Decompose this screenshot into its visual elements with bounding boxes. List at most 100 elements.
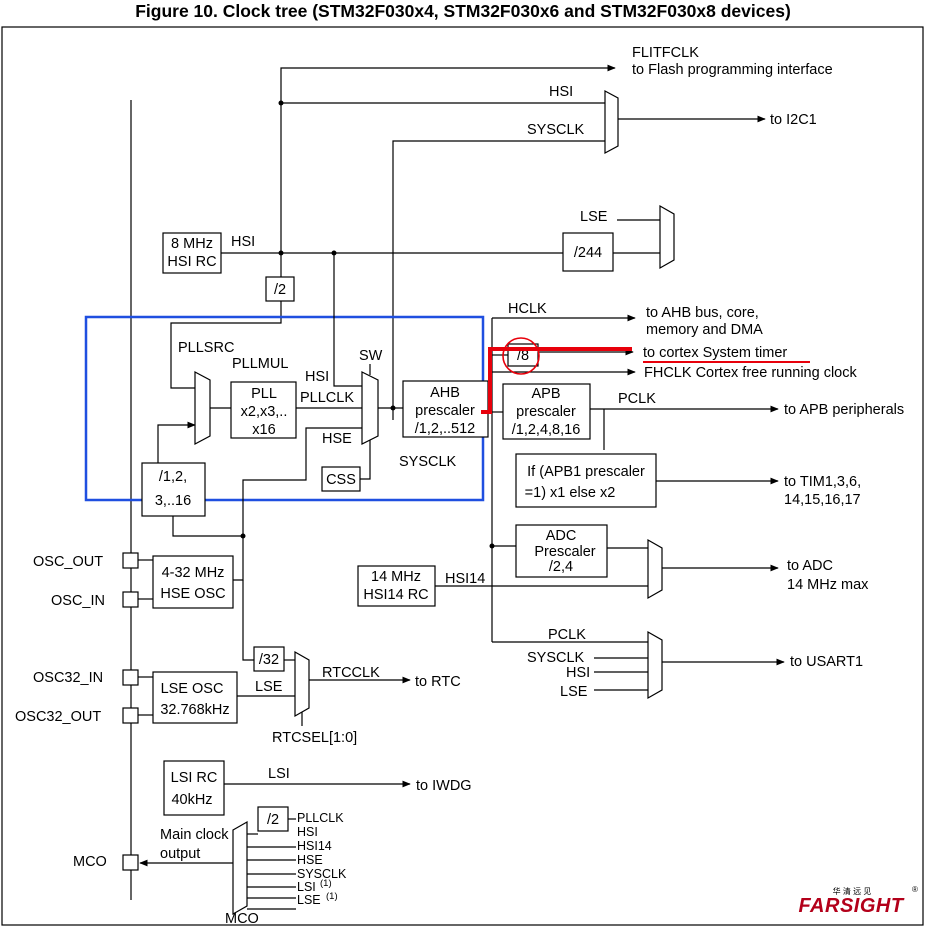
css-box xyxy=(321,466,361,492)
lsi-rc-box xyxy=(163,760,225,816)
rtc-lse-label: LSE xyxy=(255,679,283,695)
pllsrc-mux xyxy=(194,371,211,445)
rtcsel-label: RTCSEL[1:0] xyxy=(272,730,357,746)
to-ahb-line1: to AHB bus, core, xyxy=(646,305,759,321)
mco-mux xyxy=(232,820,248,916)
lse-top-label: LSE xyxy=(580,209,608,225)
hsi-to-sw-wire xyxy=(333,253,362,387)
osc-in-label: OSC_IN xyxy=(51,593,105,609)
adc-line3: /2,4 xyxy=(549,559,573,575)
tim-line2: =1) x1 else x2 xyxy=(525,485,616,501)
annotation-red-circle xyxy=(502,337,540,375)
hsi14-line2: HSI14 RC xyxy=(363,587,428,603)
div2-to-pllsrc-wire xyxy=(170,301,282,389)
to-apb-label: to APB peripherals xyxy=(784,402,904,418)
to-adc-line2: 14 MHz max xyxy=(787,577,869,593)
hse-to-prediv-wire xyxy=(172,516,243,537)
hse-out-wire xyxy=(233,517,244,581)
junction-dot xyxy=(489,543,495,549)
apb-prescaler-box xyxy=(502,383,591,440)
sysclk-label: SYSCLK xyxy=(399,454,457,470)
div244-box xyxy=(562,232,614,272)
rtc-mux xyxy=(294,650,310,718)
usart-sysclk-label: SYSCLK xyxy=(527,650,585,666)
logo-reg: ® xyxy=(912,885,918,894)
adc-line1: ADC xyxy=(546,528,577,544)
mco-input-lse: LSE xyxy=(297,893,321,907)
hse-to-div32-wire xyxy=(242,580,254,661)
div244-label: /244 xyxy=(574,245,602,261)
i2c-hsi-label: HSI xyxy=(549,84,573,100)
mco-note-lse: (1) xyxy=(326,891,338,902)
mco-input-hse: HSE xyxy=(297,853,323,867)
hclk-label: HCLK xyxy=(508,301,547,317)
prediv-box xyxy=(141,462,206,517)
hse-osc-box xyxy=(152,555,234,609)
osc32-in-label: OSC32_IN xyxy=(33,670,103,686)
tim-line1: If (APB1 prescaler xyxy=(527,464,645,480)
prediv-line2: 3,..16 xyxy=(155,493,191,509)
ahb-line2: prescaler xyxy=(415,403,475,419)
div8-label: /8 xyxy=(517,348,529,364)
fhclk-label: FHCLK Cortex free running clock xyxy=(644,365,857,381)
osc32-in-pin xyxy=(122,669,139,686)
div2-top-box xyxy=(265,276,295,302)
mco-pin-label: MCO xyxy=(73,854,107,870)
main-clock-line1: Main clock xyxy=(160,827,229,843)
hsi-rc-line2: HSI RC xyxy=(167,254,216,270)
i2c-mux xyxy=(604,89,619,155)
sw-hsi-label: HSI xyxy=(305,369,329,385)
flitfclk-wire xyxy=(280,64,616,253)
ahb-line1: AHB xyxy=(430,385,460,401)
osc-in-pin xyxy=(122,591,139,608)
pllsrc-label: PLLSRC xyxy=(178,340,234,356)
figure-title: Figure 10. Clock tree (STM32F030x4, STM3… xyxy=(135,1,791,21)
mco-input-lsi: LSI xyxy=(297,880,316,894)
annotation-red-path xyxy=(481,347,632,414)
flitfclk-label: FLITFCLK xyxy=(632,45,699,61)
mco-pin xyxy=(122,854,139,871)
logo-text: FARSIGHT xyxy=(798,895,904,917)
to-rtc-label: to RTC xyxy=(415,674,461,690)
i2c-sysclk-label: SYSCLK xyxy=(527,122,585,138)
apb-line1: APB xyxy=(531,386,560,402)
pclk-label: PCLK xyxy=(618,391,656,407)
sw-hse-label: HSE xyxy=(322,431,352,447)
pll-line1: PLL xyxy=(251,386,277,402)
main-clock-line2: output xyxy=(160,846,200,862)
osc32-out-pin xyxy=(122,707,139,724)
lsi-line1: LSI RC xyxy=(171,770,218,786)
figure-frame xyxy=(1,26,924,926)
css-label: CSS xyxy=(326,472,356,488)
to-i2c1-label: to I2C1 xyxy=(770,112,817,128)
mco-mux-label: MCO xyxy=(225,911,259,927)
to-usart-label: to USART1 xyxy=(790,654,863,670)
hsi-out-label: HSI xyxy=(231,234,255,250)
junction-dot xyxy=(240,533,246,539)
mco-div2-label: /2 xyxy=(267,812,279,828)
junction-dot xyxy=(390,405,396,411)
apb-line3: /1,2,4,8,16 xyxy=(512,422,581,438)
mco-input-hsi: HSI xyxy=(297,825,318,839)
usart-lse-label: LSE xyxy=(560,684,588,700)
hsi14-line1: 14 MHz xyxy=(371,569,421,585)
osc-out-label: OSC_OUT xyxy=(33,554,103,570)
adc-prescaler-box xyxy=(515,524,608,578)
hse-osc-line1: 4-32 MHz xyxy=(162,565,225,581)
css-link-wire xyxy=(360,440,371,480)
farsight-logo: 华 清 远 见 FARSIGHT ® xyxy=(798,885,918,917)
usart-pclk-label: PCLK xyxy=(548,627,586,643)
mco-input-hsi14: HSI14 xyxy=(297,839,332,853)
tim-multiplier-box xyxy=(515,453,657,508)
prediv-to-pllsrc-wire xyxy=(157,421,196,463)
usart-mux xyxy=(647,630,663,700)
div32-label: /32 xyxy=(259,652,279,668)
prediv-line1: /1,2, xyxy=(159,469,187,485)
mco-note-lsi: (1) xyxy=(320,878,332,889)
sw-mux xyxy=(361,371,379,445)
to-iwdg-label: to IWDG xyxy=(416,778,472,794)
hsi14-out-label: HSI14 xyxy=(445,571,485,587)
sw-label: SW xyxy=(359,348,383,364)
apb-line2: prescaler xyxy=(516,404,576,420)
